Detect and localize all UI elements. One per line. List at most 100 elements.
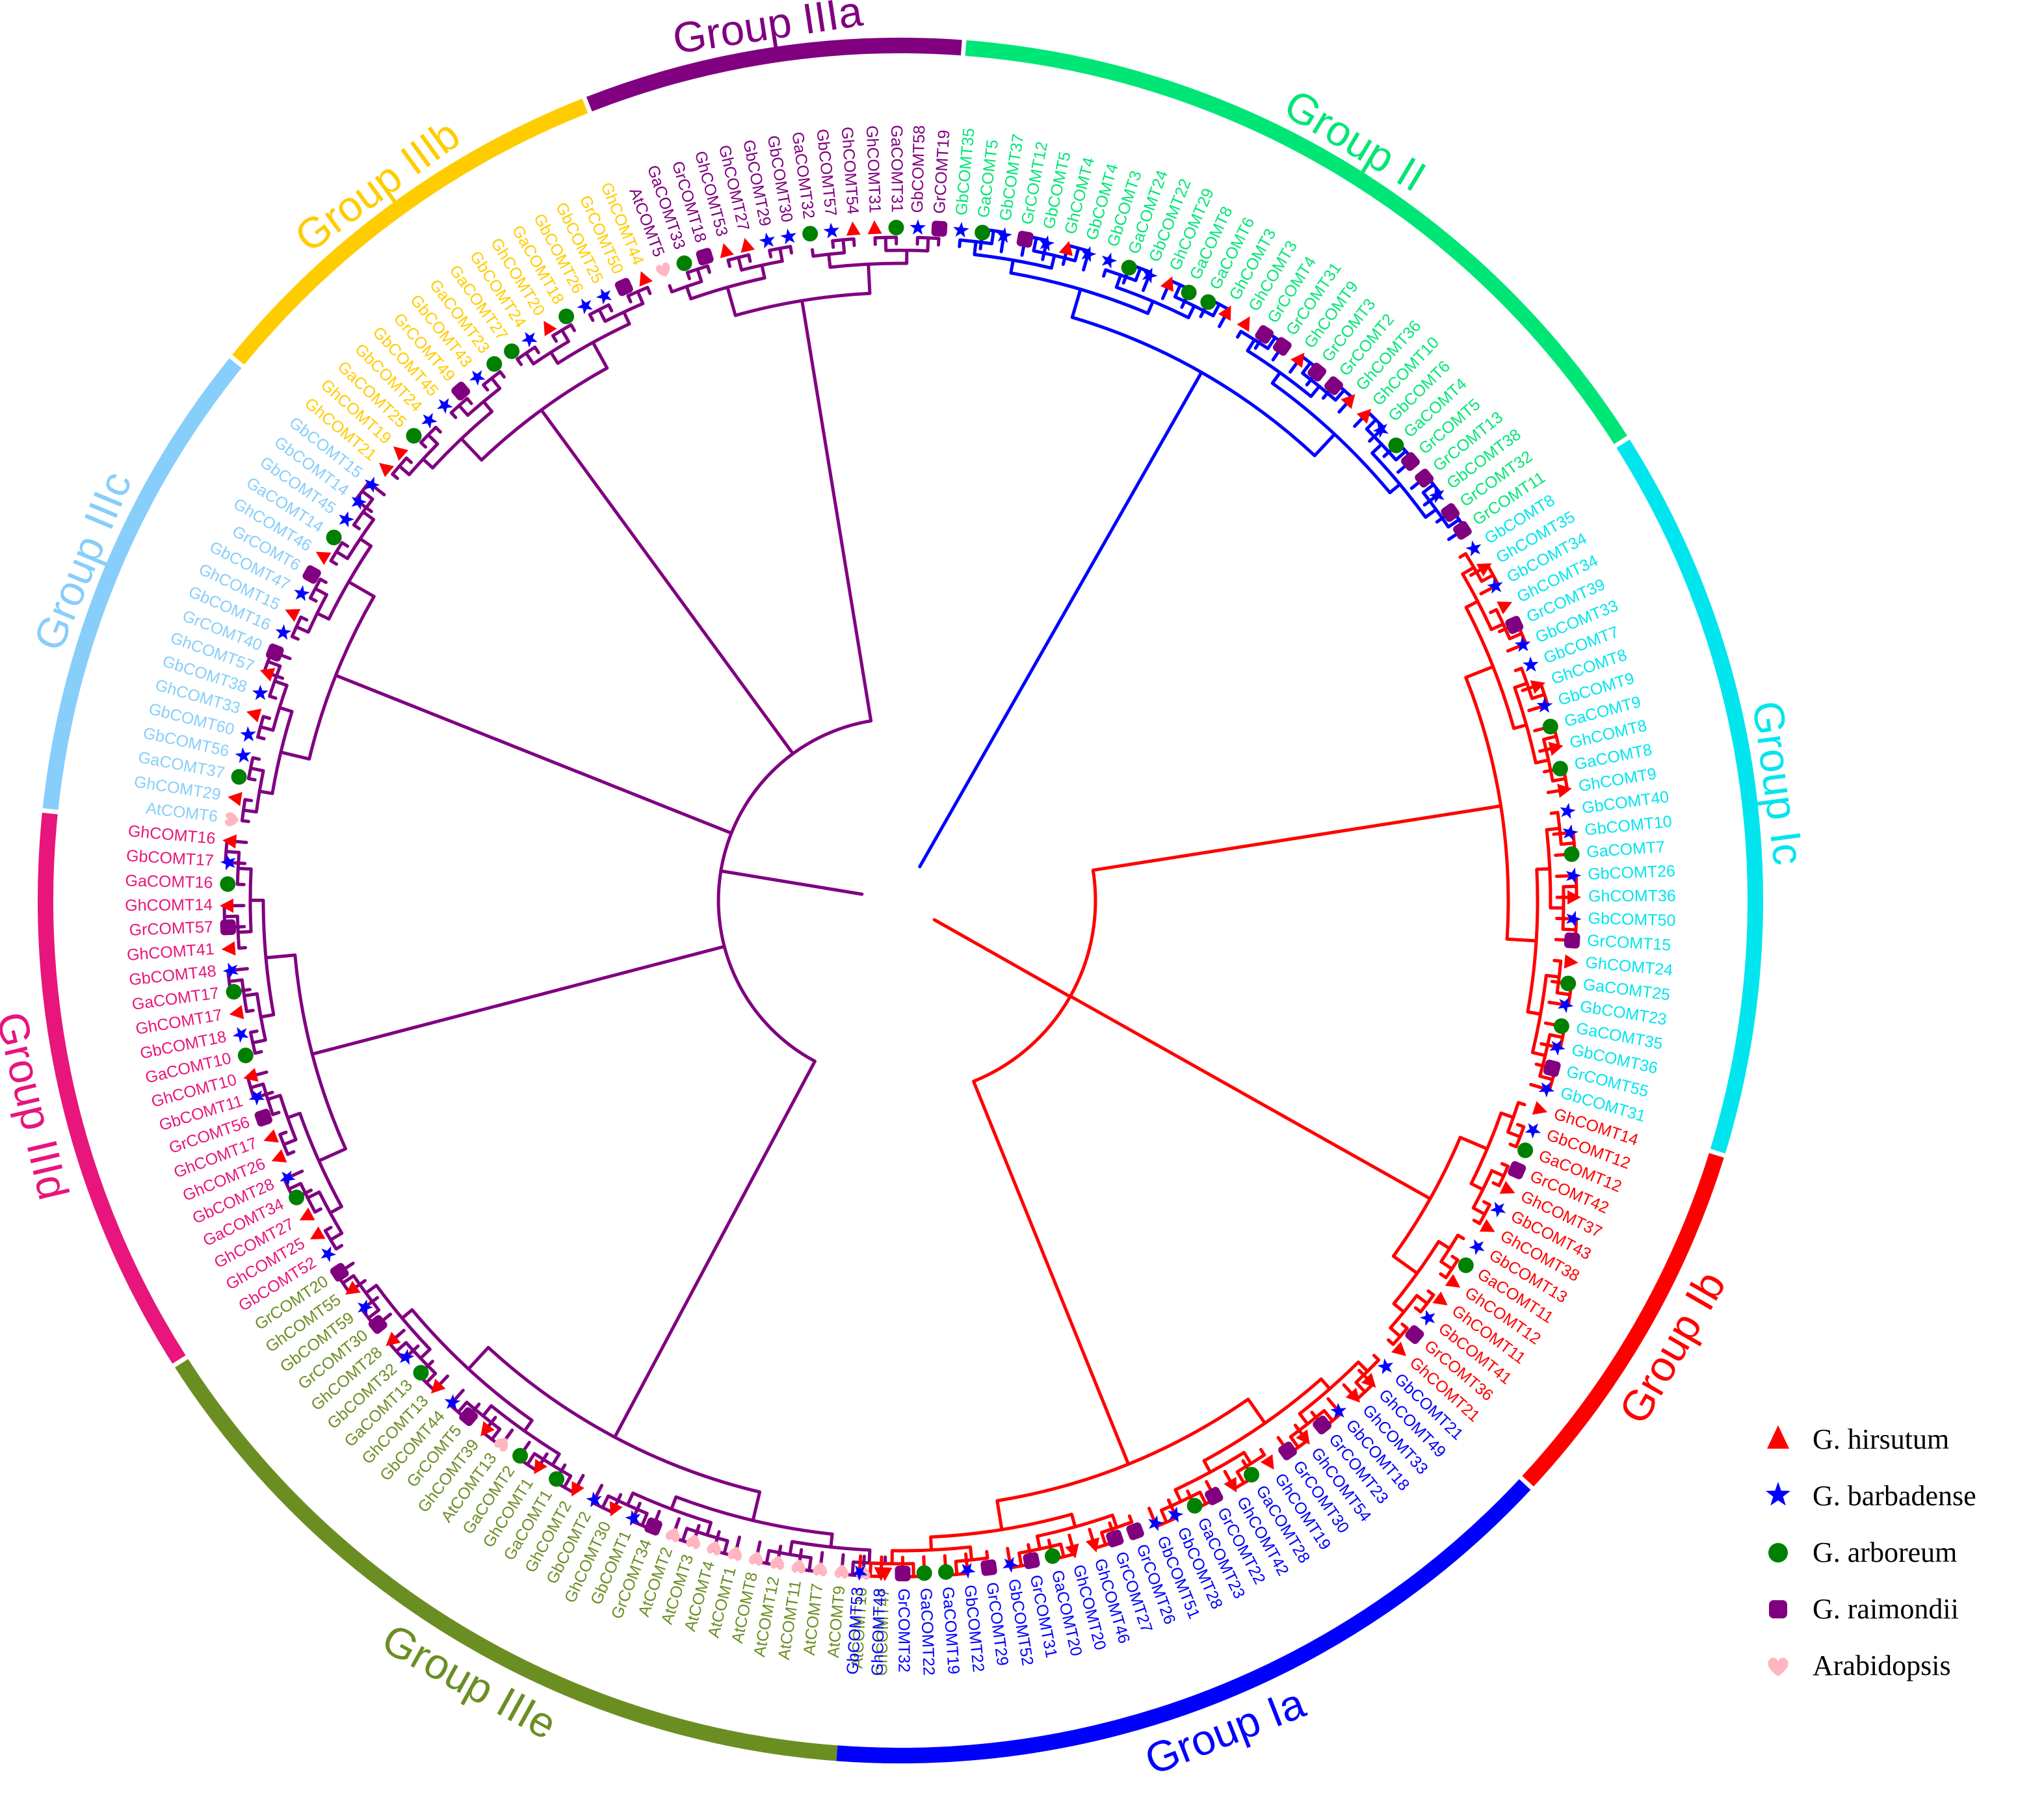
star-marker <box>364 477 380 493</box>
star-marker <box>851 1565 868 1581</box>
circle-marker <box>1181 284 1197 300</box>
group-ring-segment <box>1522 1153 1724 1487</box>
star-marker <box>1168 1507 1184 1523</box>
branch <box>1289 1435 1300 1449</box>
star-marker <box>1469 1239 1485 1256</box>
leaf-label: GbCOMT22 <box>961 1584 988 1673</box>
roundsquare-marker <box>1023 1552 1040 1570</box>
heart-marker <box>656 262 670 277</box>
branch <box>1322 1409 1335 1423</box>
star-marker <box>240 726 256 742</box>
branch <box>1319 1377 1331 1391</box>
triangle-marker <box>285 609 301 622</box>
star-marker <box>577 298 593 315</box>
roundsquare-marker <box>302 565 321 584</box>
branch <box>310 945 726 1056</box>
branch <box>426 433 439 446</box>
group-ring-segment <box>965 40 1627 444</box>
branch <box>1469 1181 1485 1191</box>
roundsquare-marker <box>980 1559 997 1576</box>
star-marker <box>275 624 292 640</box>
roundsquare-marker <box>895 1565 911 1582</box>
branch <box>1354 1380 1367 1394</box>
star-marker <box>421 412 438 429</box>
leaf-label: GhCOMT47 <box>872 1588 893 1676</box>
branch <box>1356 1360 1369 1373</box>
branch <box>1391 1254 1419 1275</box>
star-marker <box>1538 1082 1555 1098</box>
group-ring-segment <box>38 812 186 1364</box>
legend-item-hirsutum: G. hirsutum <box>1755 1411 2035 1468</box>
leaf-label: GbCOMT50 <box>1588 909 1675 930</box>
star-marker <box>586 1491 602 1508</box>
star-marker <box>1101 252 1118 269</box>
branch <box>800 298 873 723</box>
star-marker <box>469 370 486 386</box>
leaf-label: GbCOMT26 <box>1588 862 1676 884</box>
leaf-label: GbCOMT48 <box>128 962 217 989</box>
branch <box>622 310 631 326</box>
triangle-marker <box>228 792 242 806</box>
star-marker <box>1081 246 1097 263</box>
branch <box>264 953 297 960</box>
branch <box>1235 1470 1246 1485</box>
roundsquare-marker <box>644 1517 662 1536</box>
branch <box>1559 841 1576 846</box>
branch <box>266 1094 282 1101</box>
branch <box>1110 1513 1119 1529</box>
branch <box>1513 681 1529 689</box>
branch <box>705 264 711 274</box>
legend-label: G. barbadense <box>1813 1480 1976 1512</box>
branch <box>1246 338 1257 352</box>
circle-marker <box>558 308 575 324</box>
roundsquare-marker <box>1415 468 1434 488</box>
triangle-marker <box>1058 241 1073 256</box>
triangle-marker <box>1497 601 1512 614</box>
branch <box>1202 1459 1212 1474</box>
branch <box>737 256 744 272</box>
leaf-labels: GhCOMT47AtCOMT10AtCOMT9AtCOMT7AtCOMT11At… <box>125 125 1676 1676</box>
triangle-icon <box>1767 1425 1789 1449</box>
roundsquare-marker <box>1543 1059 1561 1077</box>
leaf-label: AtCOMT10 <box>848 1587 871 1669</box>
branch <box>985 1549 989 1560</box>
branch <box>591 341 609 370</box>
circle-marker <box>1553 1018 1569 1034</box>
circle-marker <box>1045 1548 1060 1564</box>
branch <box>788 1540 794 1557</box>
branch <box>482 383 490 392</box>
triangle-marker <box>315 551 332 565</box>
circle-marker <box>1542 718 1558 735</box>
triangle-marker <box>1356 408 1372 424</box>
roundsquare-marker <box>1016 230 1034 248</box>
branch <box>1246 1397 1267 1425</box>
branch <box>246 777 257 782</box>
star-marker <box>1557 997 1574 1014</box>
branch <box>1512 723 1528 730</box>
triangle-marker <box>1291 352 1305 368</box>
branch <box>1035 1535 1042 1551</box>
star-marker <box>1523 656 1539 672</box>
triangle-marker <box>1557 784 1572 798</box>
branch <box>1068 994 1432 1201</box>
triangle-marker <box>221 941 236 956</box>
branch <box>807 1556 813 1572</box>
branch <box>1437 1239 1452 1250</box>
branch <box>1508 1142 1518 1149</box>
branch <box>419 1347 432 1360</box>
triangle-marker <box>1499 1181 1515 1194</box>
branch <box>1421 482 1435 495</box>
triangle-marker <box>345 1280 361 1295</box>
branch <box>625 1491 635 1507</box>
branch <box>1049 254 1056 270</box>
branch <box>705 1521 713 1537</box>
branch <box>456 1401 469 1414</box>
branch <box>334 1244 344 1251</box>
branch <box>341 1274 356 1285</box>
star-marker <box>1536 697 1553 713</box>
circle-marker <box>1388 438 1404 453</box>
star-marker <box>1566 867 1582 884</box>
heart-marker <box>834 1564 849 1579</box>
heart-icon <box>1768 1657 1788 1676</box>
leaf-label: GhCOMT14 <box>125 896 213 915</box>
